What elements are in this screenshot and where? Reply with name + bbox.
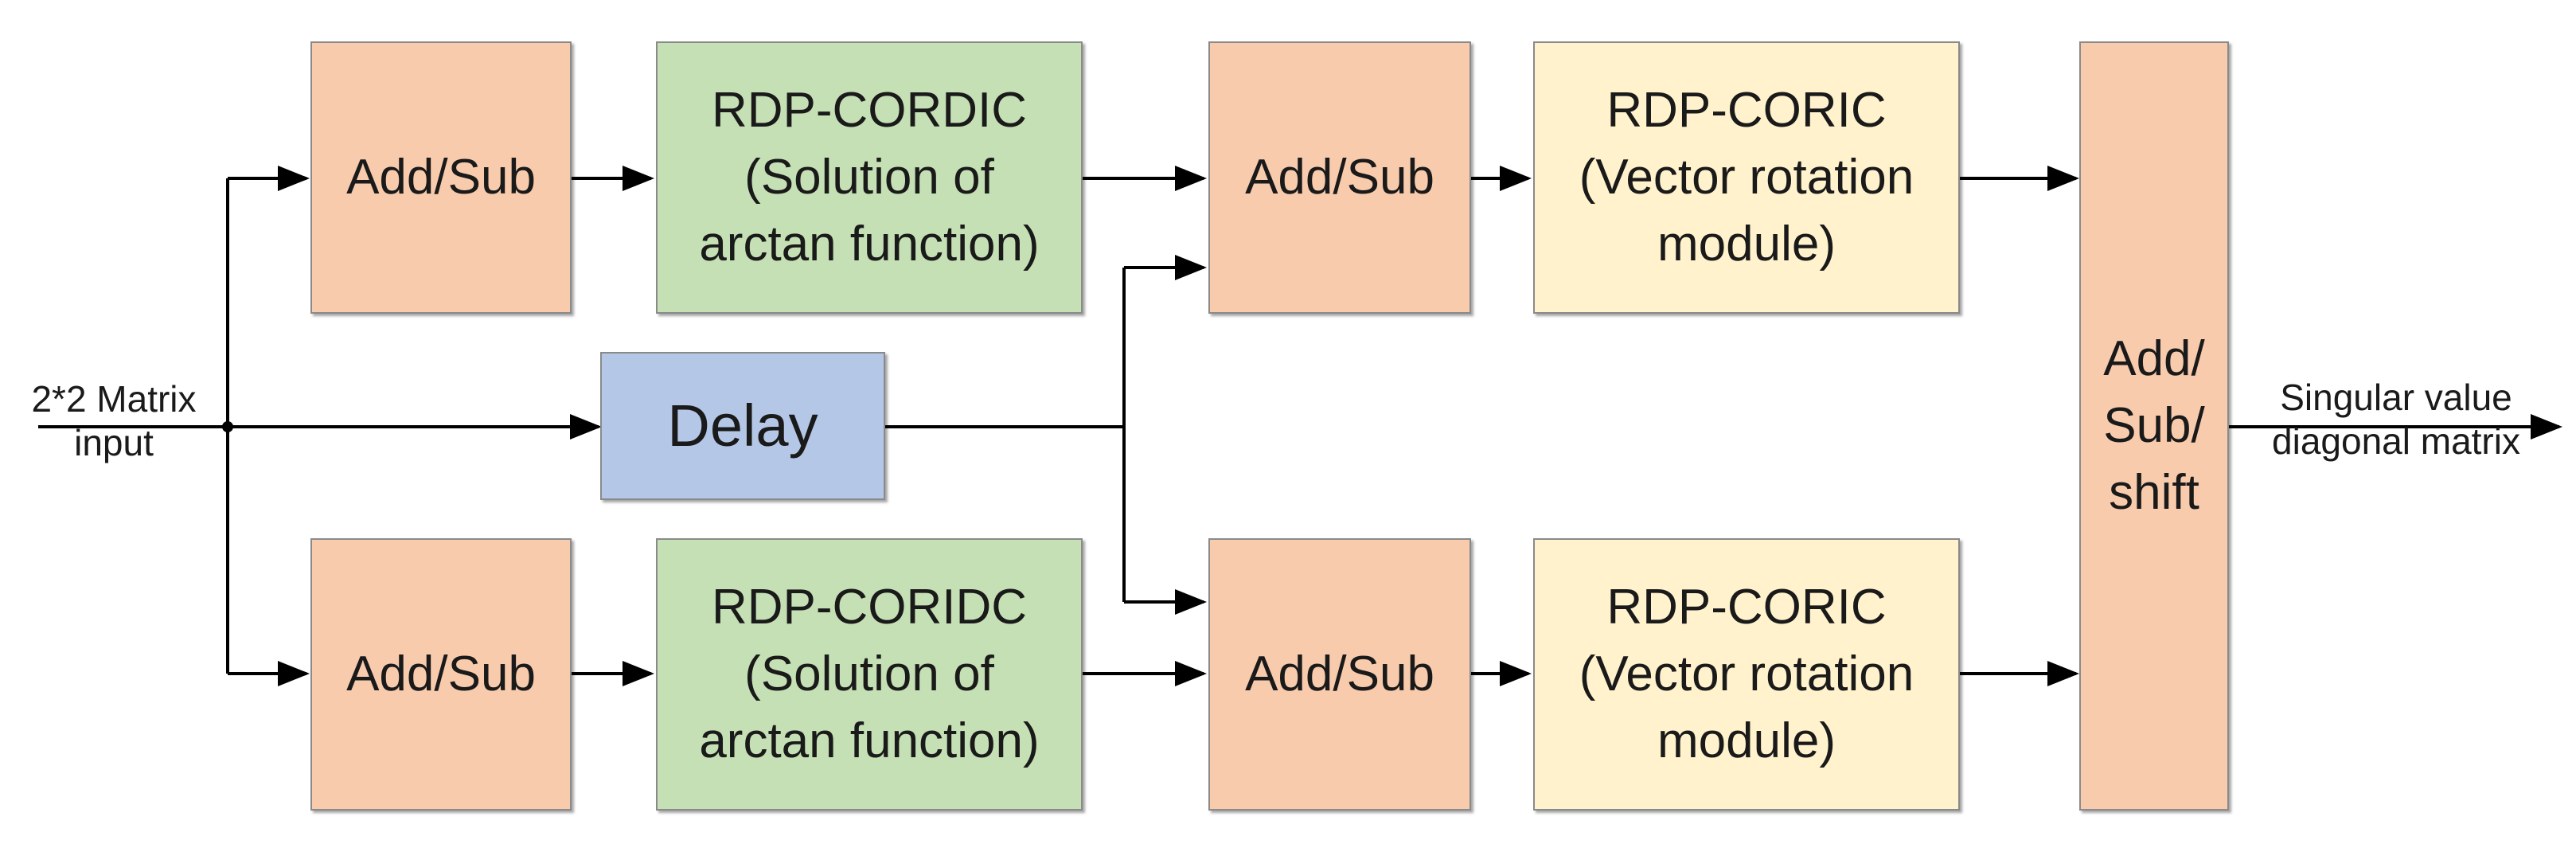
rotation-block-bottom: RDP-CORIC (Vector rotation module): [1533, 538, 1960, 811]
block-label: RDP-CORDIC: [711, 83, 1028, 138]
block-label: Add/Sub: [346, 150, 536, 205]
block-label: Add/Sub: [1245, 150, 1434, 205]
block-label: RDP-CORIC: [1606, 83, 1887, 138]
input-label: 2*2 Matrix input: [6, 377, 221, 465]
cordic-block-bottom: RDP-CORIDC (Solution of arctan function): [656, 538, 1083, 811]
block-label: (Vector rotation: [1579, 647, 1914, 701]
delay-block: Delay: [600, 352, 885, 500]
block-label: arctan function): [699, 217, 1040, 272]
block-label: (Solution of: [744, 647, 994, 701]
addsub-block-bottom-1: Add/Sub: [310, 538, 572, 811]
block-label: Add/: [2103, 331, 2205, 386]
block-label: arctan function): [699, 713, 1040, 768]
block-label: (Vector rotation: [1579, 150, 1914, 205]
output-label-line: Singular value: [2280, 377, 2512, 418]
addsub-shift-block: Add/ Sub/ shift: [2079, 41, 2229, 811]
block-label: (Solution of: [744, 150, 994, 205]
input-label-line: 2*2 Matrix: [31, 378, 197, 420]
addsub-block-top-2: Add/Sub: [1208, 41, 1471, 314]
addsub-block-top-1: Add/Sub: [310, 41, 572, 314]
block-label: module): [1657, 217, 1836, 272]
cordic-block-top: RDP-CORDIC (Solution of arctan function): [656, 41, 1083, 314]
block-label: Add/Sub: [1245, 647, 1434, 701]
output-label-line: diagonal matrix: [2272, 420, 2520, 463]
input-label-line: input: [74, 422, 154, 464]
block-label: Add/Sub: [346, 647, 536, 701]
block-label: shift: [2109, 465, 2199, 520]
output-label: Singular value diagonal matrix: [2229, 376, 2563, 463]
block-label: Delay: [667, 393, 818, 459]
block-label: module): [1657, 713, 1836, 768]
block-label: RDP-CORIDC: [711, 580, 1028, 635]
rotation-block-top: RDP-CORIC (Vector rotation module): [1533, 41, 1960, 314]
addsub-block-bottom-2: Add/Sub: [1208, 538, 1471, 811]
block-label: RDP-CORIC: [1606, 580, 1887, 635]
block-label: Sub/: [2103, 398, 2205, 453]
junction-dot: [222, 421, 233, 432]
